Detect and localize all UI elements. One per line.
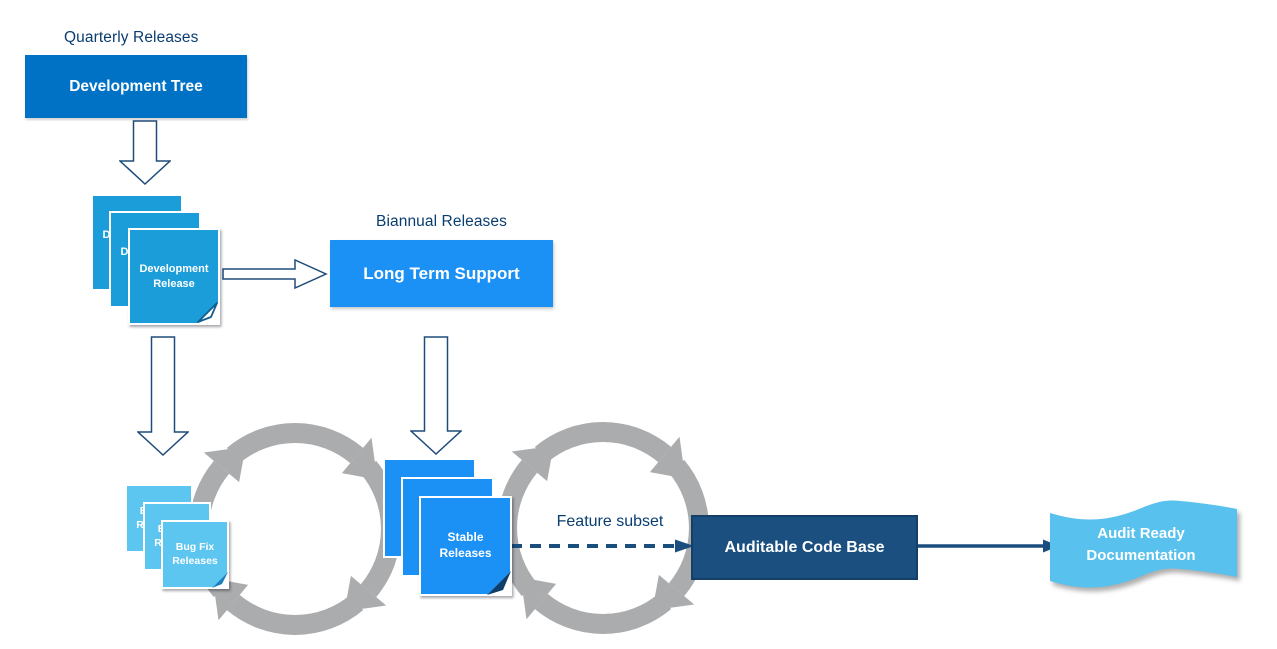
development-release-card-front: Development Release (128, 228, 220, 325)
biannual-releases-label: Biannual Releases (376, 213, 507, 230)
right-arrow-to-lts-icon (222, 259, 328, 289)
bug-fix-releases-card-front: Bug Fix Releases (161, 520, 229, 589)
arrow-to-documentation-icon (918, 539, 1059, 553)
down-arrow-devtree-icon (119, 120, 171, 186)
dashed-arrow-feature-subset-icon (511, 539, 694, 553)
quarterly-releases-label: Quarterly Releases (64, 29, 199, 46)
folded-corner-icon (486, 570, 512, 596)
development-release-label: Development Release (139, 263, 209, 290)
down-arrow-to-bugfix-icon (137, 336, 189, 457)
audit-ready-documentation-label: Audit Ready Documentation (1086, 525, 1196, 564)
stable-releases-label: Stable Releases (439, 530, 492, 560)
long-term-support-label: Long Term Support (363, 263, 520, 283)
stable-releases-card-front: Stable Releases (419, 496, 512, 596)
folded-corner-icon (196, 301, 220, 325)
long-term-support-node: Long Term Support (330, 240, 553, 307)
feature-subset-label: Feature subset (556, 513, 664, 530)
bug-fix-releases-label: Bug Fix Releases (172, 540, 218, 567)
down-arrow-to-stable-icon (410, 336, 462, 456)
auditable-code-base-label: Auditable Code Base (724, 538, 885, 556)
cycle-arrows-right-icon (497, 422, 709, 634)
development-tree-label: Development Tree (69, 77, 203, 95)
audit-ready-documentation-flag (1050, 500, 1237, 588)
cycle-arrows-left-icon (189, 423, 401, 635)
development-tree-node: Development Tree (25, 55, 247, 118)
folded-corner-icon (211, 571, 229, 589)
auditable-code-base-node: Auditable Code Base (691, 515, 918, 580)
